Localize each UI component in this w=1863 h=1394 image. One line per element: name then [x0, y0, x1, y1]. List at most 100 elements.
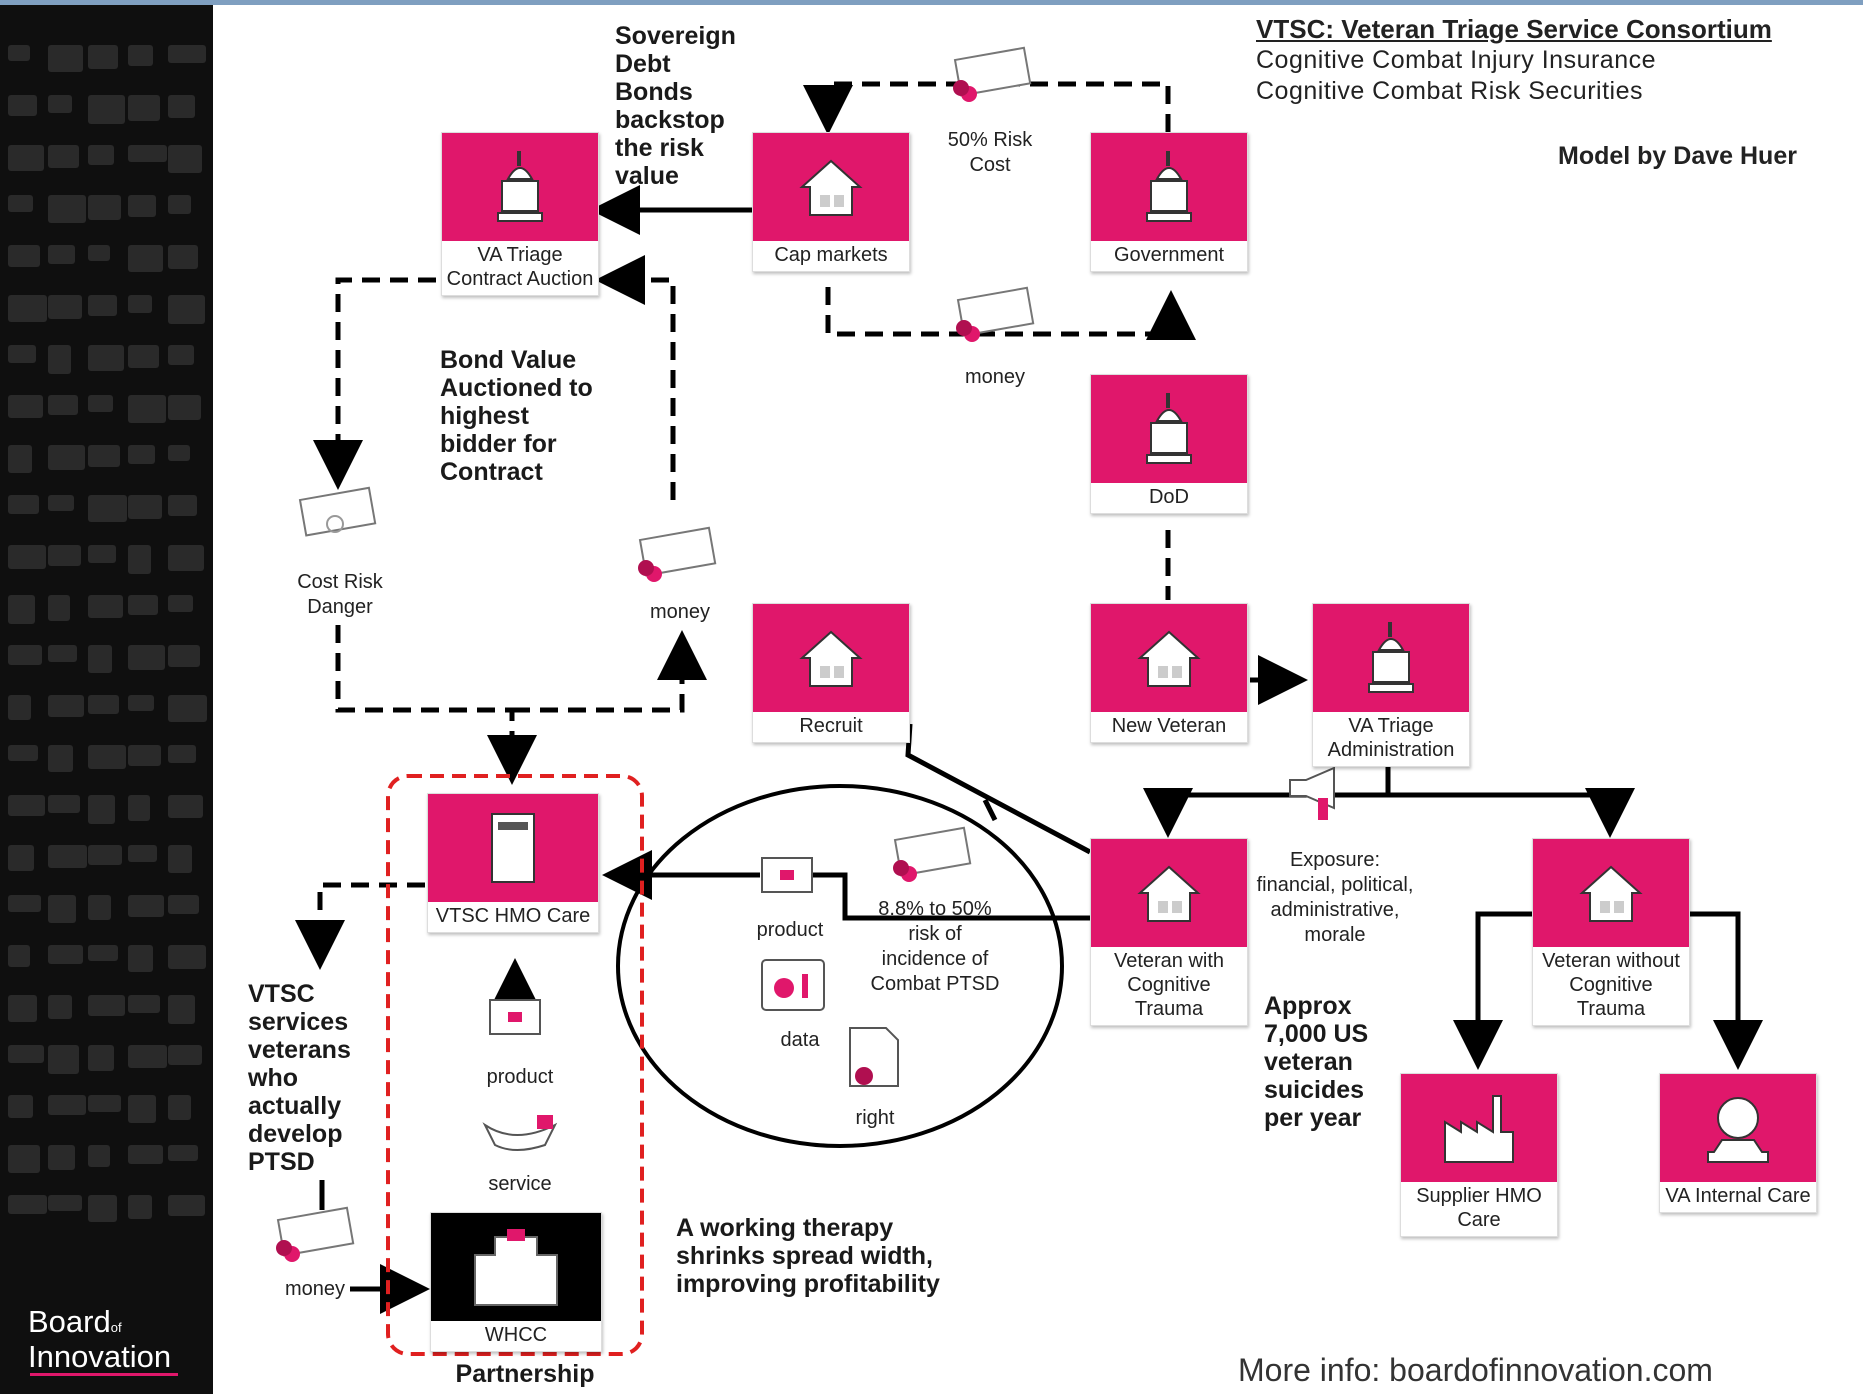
actor-supplier-hmo[interactable]: Supplier HMO Care — [1400, 1073, 1558, 1237]
sidebar-pattern-shape — [8, 445, 32, 473]
sidebar-pattern-shape — [128, 1195, 152, 1219]
label-risk-cost: 50% Risk Cost — [947, 129, 1033, 176]
sidebar-pattern-shape — [48, 495, 74, 511]
sidebar-pattern-shape — [128, 495, 162, 519]
sidebar-pattern-shape — [168, 795, 203, 818]
sidebar-pattern-shape — [128, 695, 154, 711]
bill-icon-costrisk — [298, 486, 377, 537]
actor-whcc[interactable]: WHCC — [430, 1212, 602, 1352]
label-product-circle: product — [756, 919, 824, 941]
service-icon — [482, 1115, 558, 1151]
sidebar-pattern-shape — [48, 695, 84, 717]
label-risk-incidence: 8.8% to 50% risk of incidence of Combat … — [870, 898, 1000, 995]
edge-capmarkets-gov — [825, 287, 1196, 340]
right-icon — [849, 1027, 899, 1087]
edge-vtsc-services — [295, 882, 425, 970]
sidebar-pattern-shape — [168, 995, 195, 1024]
sidebar-pattern-shape — [128, 1095, 156, 1123]
note-vtsc-services: VTSC services veterans who actually deve… — [248, 980, 351, 1176]
sidebar-pattern-shape — [88, 695, 119, 714]
more-info-link[interactable]: More info: boardofinnovation.com — [1238, 1352, 1713, 1388]
sidebar-pattern-shape — [128, 645, 165, 670]
sidebar-pattern-shape — [8, 45, 30, 61]
label-money-auction: money — [649, 601, 711, 623]
sidebar-pattern-shape — [8, 795, 45, 816]
capitol-icon — [1368, 622, 1414, 693]
sidebar-pattern-shape — [128, 295, 152, 313]
label-right: right — [855, 1107, 895, 1129]
sidebar-pattern-shape — [168, 45, 206, 63]
sidebar-pattern-shape — [128, 995, 160, 1013]
label-service: service — [488, 1173, 552, 1195]
edge-gov-capmarkets — [803, 81, 1171, 135]
actor-cap-markets[interactable]: Cap markets — [752, 132, 910, 272]
sidebar-pattern-shape — [88, 245, 110, 261]
label-money-gov: money — [964, 366, 1026, 388]
label-cost-risk: Cost Risk Danger — [297, 571, 383, 618]
actor-veteran-without-trauma[interactable]: Veteran without Cognitive Trauma — [1532, 838, 1690, 1026]
capitol-icon — [497, 151, 543, 222]
sidebar-pattern-shape — [88, 545, 116, 563]
sidebar-pattern-shape — [8, 545, 46, 569]
sidebar-pattern-shape — [128, 445, 155, 464]
sidebar-pattern-shape — [168, 845, 192, 873]
sidebar-pattern-shape — [8, 1195, 47, 1214]
actor-va-internal[interactable]: VA Internal Care — [1659, 1073, 1817, 1213]
label-data: data — [780, 1029, 820, 1051]
edge-money-auction — [595, 255, 676, 500]
house-icon — [799, 630, 863, 687]
actor-vtsc-hmo[interactable]: VTSC HMO Care — [427, 793, 599, 933]
sidebar-pattern-shape — [8, 145, 44, 171]
actor-recruit[interactable]: Recruit — [752, 603, 910, 743]
sidebar-pattern-shape — [168, 745, 196, 763]
sidebar-pattern-shape — [8, 345, 36, 363]
sidebar-pattern-shape — [88, 1145, 110, 1167]
sidebar-pattern-shape — [48, 45, 83, 72]
sidebar-pattern-shape — [168, 395, 201, 420]
edge-costrisk-vtsc — [335, 625, 537, 785]
sidebar-pattern-shape — [88, 145, 114, 165]
data-icon — [761, 959, 825, 1011]
sidebar-pattern-shape — [8, 645, 42, 665]
page-title: VTSC: Veteran Triage Service Consortium — [1256, 14, 1772, 44]
sidebar-pattern-shape — [168, 1195, 205, 1216]
sidebar-pattern-shape — [88, 995, 125, 1016]
actor-va-triage-auction[interactable]: VA Triage Contract Auction — [441, 132, 599, 296]
label-product-partner: product — [486, 1066, 554, 1088]
actor-new-veteran[interactable]: New Veteran — [1090, 603, 1248, 743]
note-working-therapy: A working therapy shrinks spread width, … — [676, 1214, 940, 1298]
sidebar-pattern-shape — [48, 95, 72, 113]
product-icon-partner — [489, 999, 541, 1035]
sidebar-pattern-shape — [168, 495, 197, 516]
sidebar-pattern-shape — [128, 545, 151, 574]
sidebar-pattern-shape — [128, 195, 156, 217]
money-icon-auction — [638, 526, 717, 582]
sidebar-pattern-shape — [88, 1195, 117, 1222]
subtitle-insurance: Cognitive Combat Injury Insurance — [1256, 46, 1657, 74]
actor-government[interactable]: Government — [1090, 132, 1248, 272]
sidebar-pattern-shape — [48, 1095, 86, 1115]
sidebar-pattern-shape — [8, 895, 41, 912]
sidebar-pattern-shape — [8, 1095, 33, 1118]
sidebar-pattern-shape — [48, 595, 70, 621]
sidebar-pattern-shape — [128, 395, 166, 423]
edge-without-supplier — [1453, 911, 1532, 1070]
money-icon-circle — [893, 826, 972, 882]
capitol-icon — [1146, 393, 1192, 464]
sidebar-pattern-shape — [168, 345, 194, 365]
note-partnership: Partnership — [455, 1360, 595, 1388]
label-money-partner: money — [284, 1278, 346, 1300]
sidebar-pattern-shape — [128, 1145, 163, 1164]
actor-veteran-with-trauma[interactable]: Veteran with Cognitive Trauma — [1090, 838, 1248, 1026]
sidebar-pattern-shape — [8, 695, 31, 720]
actor-va-triage-admin[interactable]: VA Triage Administration — [1312, 603, 1470, 767]
sidebar-pattern-shape — [88, 345, 124, 371]
edge-money-up — [512, 630, 707, 713]
house-icon — [1579, 865, 1643, 922]
sidebar-pattern-shape — [168, 1045, 202, 1065]
sidebar-pattern-shape — [48, 445, 85, 470]
sidebar-pattern-shape — [88, 845, 122, 865]
sidebar-pattern-shape — [128, 945, 153, 972]
actor-dod[interactable]: DoD — [1090, 374, 1248, 514]
sidebar-pattern-shape — [128, 795, 150, 821]
